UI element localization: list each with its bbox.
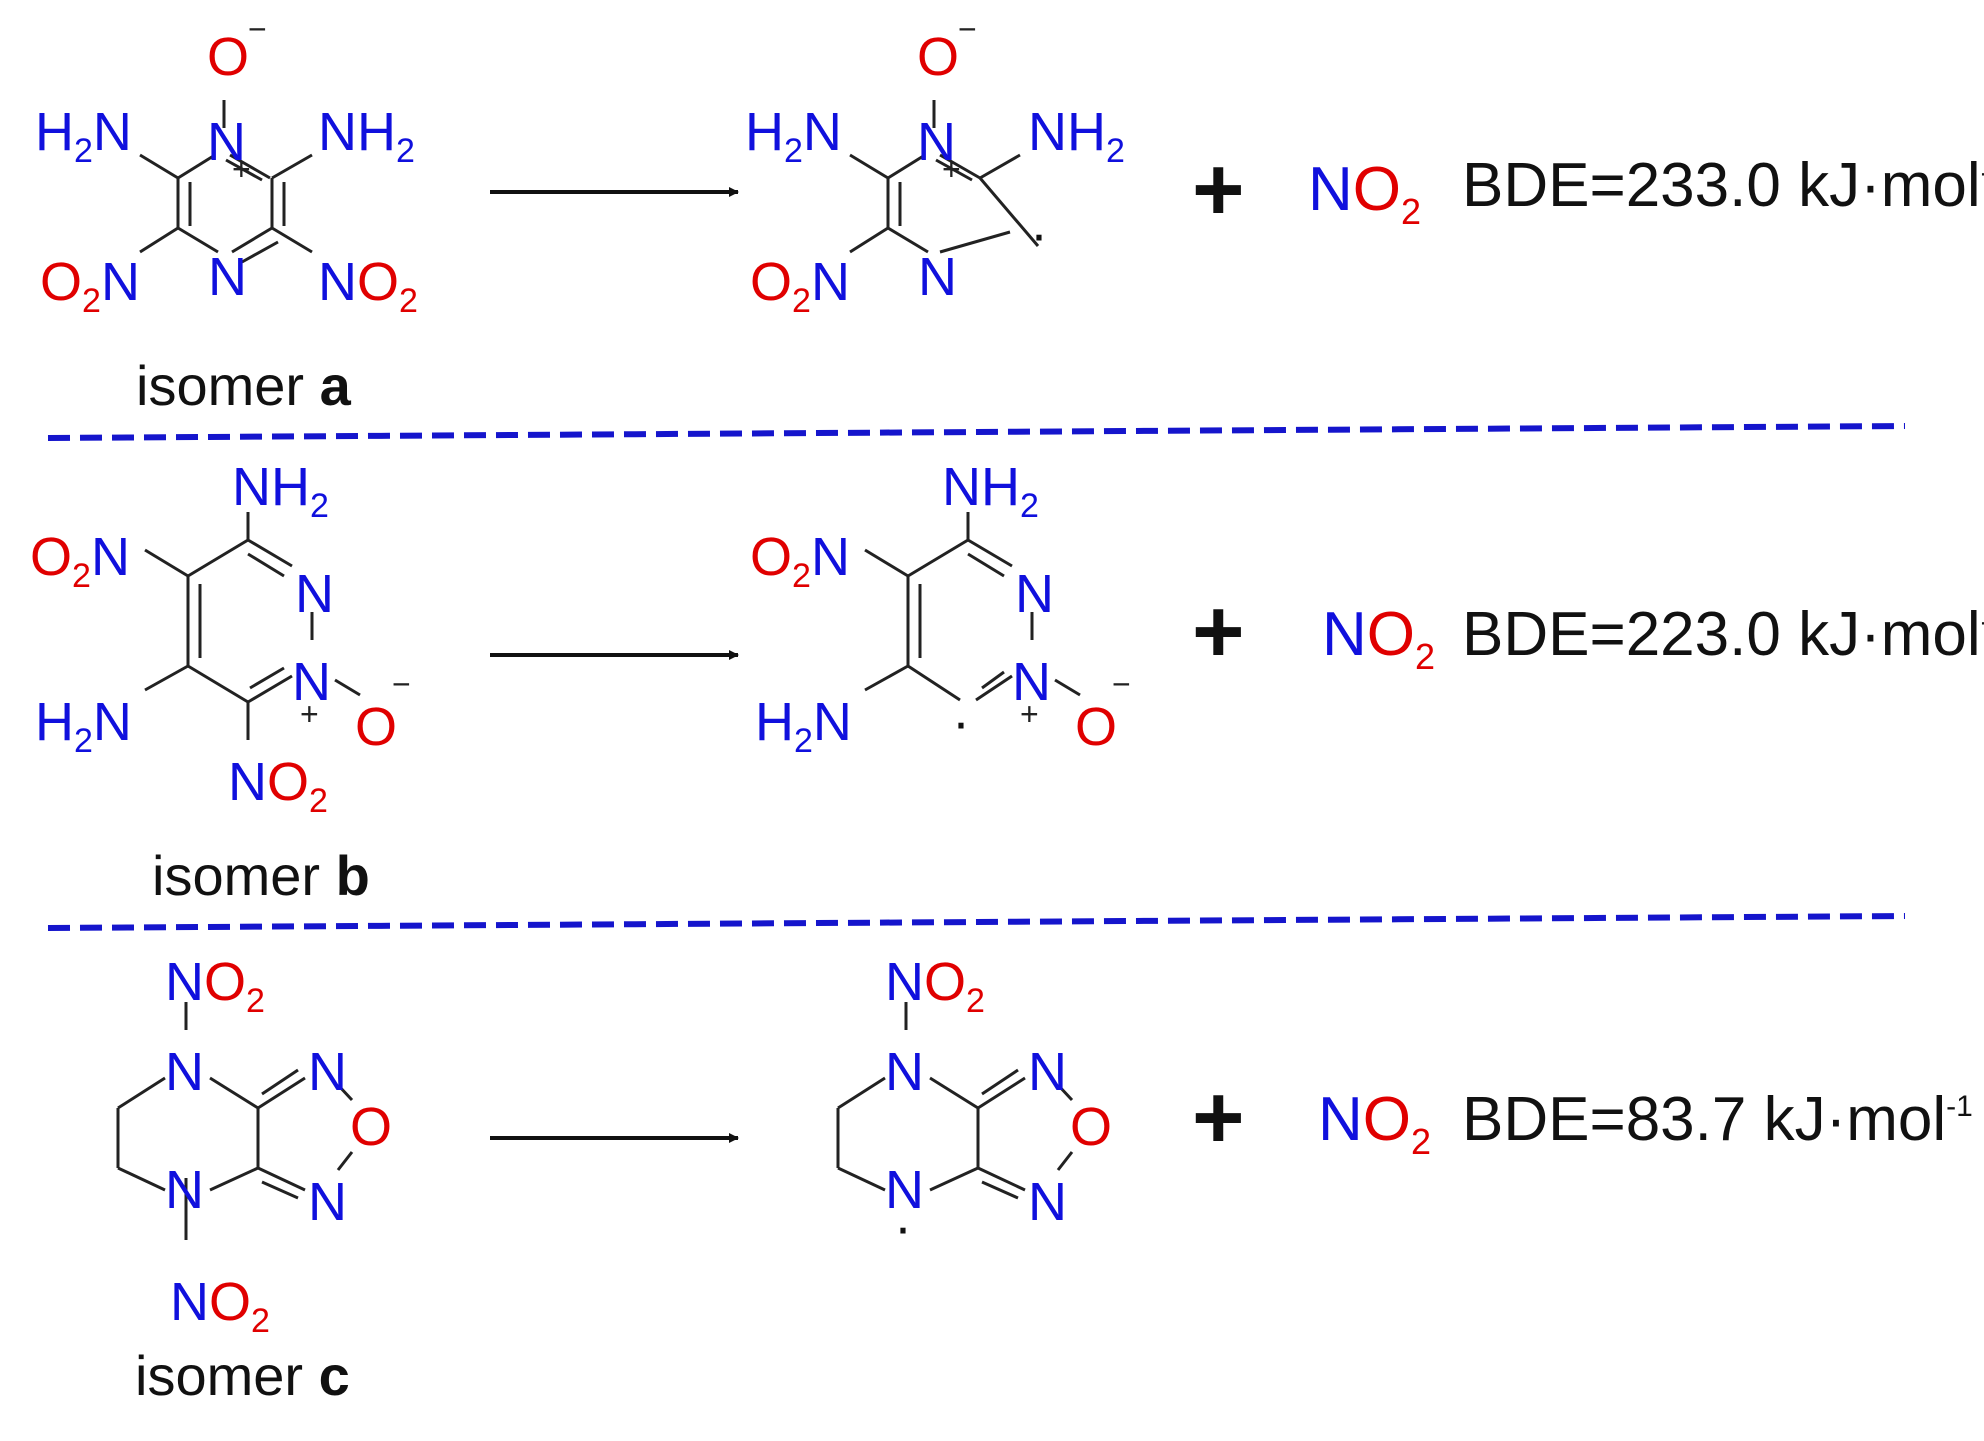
positive-charge: +	[1020, 696, 1039, 732]
atom-N: N	[1015, 564, 1054, 624]
negative-charge: −	[1112, 666, 1131, 702]
atom-N: N	[1012, 652, 1051, 712]
negative-charge: −	[392, 666, 411, 702]
plus-sign: +	[1192, 1068, 1245, 1168]
atom-N: N	[308, 1172, 347, 1232]
isomer-label: isomer b	[152, 844, 370, 907]
atom-N: N	[308, 1042, 347, 1102]
atom-N: N	[165, 1042, 204, 1102]
positive-charge: +	[300, 696, 319, 732]
atom-N: N	[208, 247, 247, 307]
negative-charge: −	[958, 11, 977, 47]
atom-N: N	[1028, 1172, 1067, 1232]
amino-group: NH2	[318, 102, 415, 170]
negative-charge: −	[248, 11, 267, 47]
radical-dot: ·	[952, 692, 970, 752]
positive-charge: +	[232, 151, 251, 187]
atom-N: N	[207, 112, 246, 172]
amino-group: NH2	[942, 457, 1039, 525]
atom-N: N	[885, 1042, 924, 1102]
atom-N: N	[165, 1160, 204, 1220]
atom-O: O	[1070, 1097, 1112, 1157]
atom-N: N	[295, 564, 334, 624]
amino-group: H2N	[35, 102, 132, 170]
atom-N: N	[918, 247, 957, 307]
nitro-group: NO2	[318, 252, 418, 320]
radical-dot: ·	[894, 1197, 912, 1257]
atom-N: N	[885, 1160, 924, 1220]
separator-line	[47, 423, 1906, 441]
nitro-group: O2N	[30, 527, 130, 595]
product-radical-b: NH2 N N + O − · O2N H2N	[750, 457, 1131, 760]
amino-group: NH2	[1028, 102, 1125, 170]
radical-dot: ·	[1030, 204, 1048, 264]
product-radical-c: NO2 N N · N O N	[836, 952, 1112, 1257]
nitrogen-dioxide-product: NO2	[1308, 155, 1421, 232]
atom-N: N	[1028, 1042, 1067, 1102]
atom-N: N	[292, 652, 331, 712]
plus-sign: +	[1192, 140, 1245, 240]
bond-dissociation-energy: BDE=233.0 kJ·mol-1	[1462, 151, 1984, 220]
atom-O: O	[207, 27, 249, 87]
nitro-group: O2N	[750, 527, 850, 595]
atom-N: N	[917, 112, 956, 172]
positive-charge: +	[942, 151, 961, 187]
nitro-group: NO2	[885, 952, 985, 1020]
isomer-label: isomer c	[135, 1344, 350, 1407]
atom-O: O	[1075, 697, 1117, 757]
atom-O: O	[355, 697, 397, 757]
amino-group: NH2	[232, 457, 329, 525]
separator-line	[47, 913, 1906, 931]
reactant-isomer-a: N + O − N H2N NH2 O2N NO2 isomer a	[35, 11, 418, 417]
product-radical-a: N + O − N · H2N NH2 O2N	[745, 11, 1125, 320]
nitro-group: O2N	[40, 252, 140, 320]
amino-group: H2N	[745, 102, 842, 170]
atom-O: O	[917, 27, 959, 87]
amino-group: H2N	[35, 692, 132, 760]
isomer-label: isomer a	[136, 354, 352, 417]
nitro-group: O2N	[750, 252, 850, 320]
nitrogen-dioxide-product: NO2	[1322, 600, 1435, 677]
bond-dissociation-energy: BDE=83.7 kJ·mol-1	[1462, 1085, 1973, 1154]
nitro-group: NO2	[165, 952, 265, 1020]
reactant-isomer-b: NH2 N N + O − O2N H2N NO2 isomer b	[30, 457, 411, 907]
nitrogen-dioxide-product: NO2	[1318, 1085, 1431, 1162]
bond-dissociation-energy: BDE=223.0 kJ·mol-1	[1462, 600, 1984, 669]
atom-O: O	[350, 1097, 392, 1157]
nitro-group: NO2	[228, 752, 328, 820]
plus-sign: +	[1192, 582, 1245, 682]
nitro-group: NO2	[170, 1272, 270, 1340]
amino-group: H2N	[755, 692, 852, 760]
reactant-isomer-c: NO2 N N NO2 N O N isomer c	[116, 952, 392, 1407]
